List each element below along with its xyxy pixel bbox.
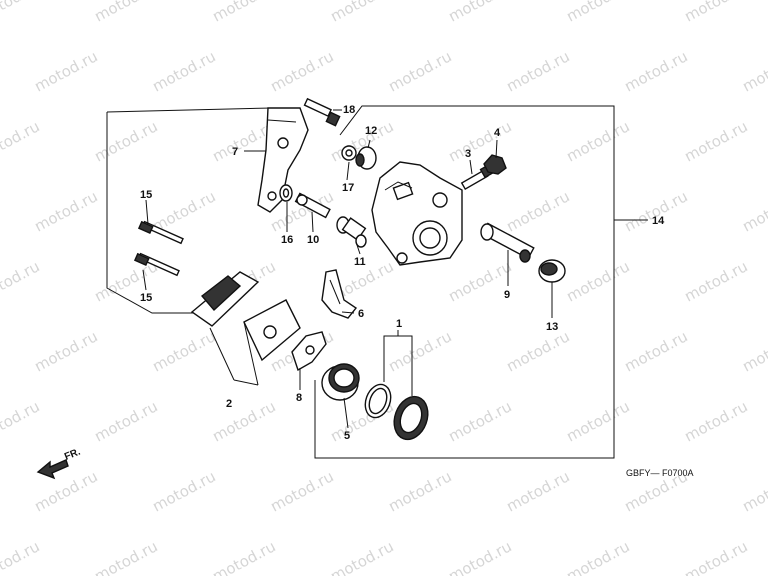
piston-part-5 — [321, 363, 360, 401]
watermark-text: motod.ru — [445, 537, 514, 576]
watermark-text: motod.ru — [149, 467, 218, 515]
pad-pin-lower-part-15 — [133, 252, 180, 277]
washer-part-17 — [341, 145, 357, 161]
watermark-text: motod.ru — [445, 397, 514, 445]
callout-18: 18 — [343, 104, 355, 116]
watermark-text: motod.ru — [563, 537, 632, 576]
watermark-text: motod.ru — [563, 117, 632, 165]
watermark-text: motod.ru — [0, 257, 43, 305]
watermark-text: motod.ru — [209, 0, 278, 26]
watermark-text: motod.ru — [209, 397, 278, 445]
watermark-text: motod.ru — [91, 117, 160, 165]
callout-2: 2 — [226, 398, 232, 410]
watermark-text: motod.ru — [621, 327, 690, 375]
watermark-text: motod.ru — [681, 397, 750, 445]
callout-3: 3 — [465, 148, 471, 160]
watermark-text: motod.ru — [563, 257, 632, 305]
watermark-text: motod.ru — [445, 117, 514, 165]
watermark-text: motod.ru — [327, 0, 396, 26]
callout-6: 6 — [358, 308, 364, 320]
watermark-text: motod.ru — [0, 397, 43, 445]
assembly-outline — [106, 105, 648, 459]
callout-12: 12 — [365, 125, 377, 137]
watermark-text: motod.ru — [0, 0, 43, 26]
watermark-text: motod.ru — [739, 467, 768, 515]
cap-part-4 — [483, 154, 507, 175]
watermark-text: motod.ru — [385, 467, 454, 515]
pin-bolt-part-9 — [480, 222, 535, 263]
front-direction-arrow: FR. — [36, 446, 82, 480]
boot-part-13 — [538, 259, 566, 283]
callout-7: 7 — [232, 146, 238, 158]
caliper-body — [371, 161, 463, 266]
callout-13: 13 — [546, 321, 558, 333]
callout-10: 10 — [307, 234, 319, 246]
callout-4: 4 — [494, 127, 501, 139]
watermark-text: motod.ru — [563, 0, 632, 26]
watermark-text: motod.ru — [31, 47, 100, 95]
pad-set-part-2 — [190, 271, 301, 386]
watermark-text: motod.ru — [91, 537, 160, 576]
watermark-text: motod.ru — [681, 0, 750, 26]
watermark-text: motod.ru — [621, 47, 690, 95]
watermark-text: motod.ru — [267, 467, 336, 515]
watermark-text: motod.ru — [209, 537, 278, 576]
watermark-text: motod.ru — [739, 187, 768, 235]
callout-5: 5 — [344, 430, 350, 442]
pin-part-10 — [294, 192, 331, 219]
callout-labels: 7 18 12 17 16 10 11 3 4 14 9 13 15 15 6 … — [140, 104, 665, 442]
watermark-text: motod.ru — [31, 327, 100, 375]
watermark-text: motod.ru — [681, 257, 750, 305]
watermark-text: motod.ru — [503, 47, 572, 95]
callout-16: 16 — [281, 234, 293, 246]
watermark-text: motod.ru — [681, 537, 750, 576]
boot-part-12 — [355, 146, 377, 170]
bushing-part-11 — [336, 216, 367, 248]
watermark-text: motod.ru — [563, 397, 632, 445]
watermark-text: motod.ru — [149, 47, 218, 95]
watermark-text: motod.ru — [681, 117, 750, 165]
watermark-text: motod.ru — [385, 327, 454, 375]
watermark-text: motod.ru — [621, 187, 690, 235]
callout-9: 9 — [504, 289, 510, 301]
watermark-text: motod.ru — [739, 47, 768, 95]
watermark-text: motod.ru — [0, 117, 43, 165]
watermark-text: motod.ru — [327, 537, 396, 576]
watermark-text: motod.ru — [739, 327, 768, 375]
callout-8: 8 — [296, 392, 302, 404]
watermark-text: motod.ru — [31, 467, 100, 515]
callout-15-upper: 15 — [140, 189, 152, 201]
callout-1: 1 — [396, 318, 402, 330]
watermark-text: motod.ru — [445, 0, 514, 26]
shim-part-8 — [291, 331, 327, 372]
washer-part-16 — [279, 184, 293, 202]
watermark-text: motod.ru — [91, 0, 160, 26]
watermark-text: motod.ru — [503, 187, 572, 235]
callout-11: 11 — [354, 256, 366, 268]
watermark-text: motod.ru — [503, 327, 572, 375]
callout-15-lower: 15 — [140, 292, 152, 304]
leader-lines — [142, 109, 553, 429]
bleeder-part-3 — [460, 164, 493, 191]
callout-17: 17 — [342, 182, 354, 194]
watermark-text: motod.ru — [31, 187, 100, 235]
seal-set-part-1 — [364, 330, 429, 441]
callout-14: 14 — [652, 215, 665, 227]
direction-label: FR. — [63, 446, 82, 462]
watermark-text: motod.ru — [91, 397, 160, 445]
diagram-code: GBFY— F0700A — [626, 468, 694, 478]
watermark-text: motod.ru — [503, 467, 572, 515]
watermark-text: motod.ru — [385, 47, 454, 95]
pad-pin-upper-part-15 — [137, 220, 184, 245]
watermark-text: motod.ru — [149, 327, 218, 375]
bolt-part-18 — [303, 97, 341, 127]
watermark-text: motod.ru — [267, 47, 336, 95]
watermark-text: motod.ru — [0, 537, 43, 576]
